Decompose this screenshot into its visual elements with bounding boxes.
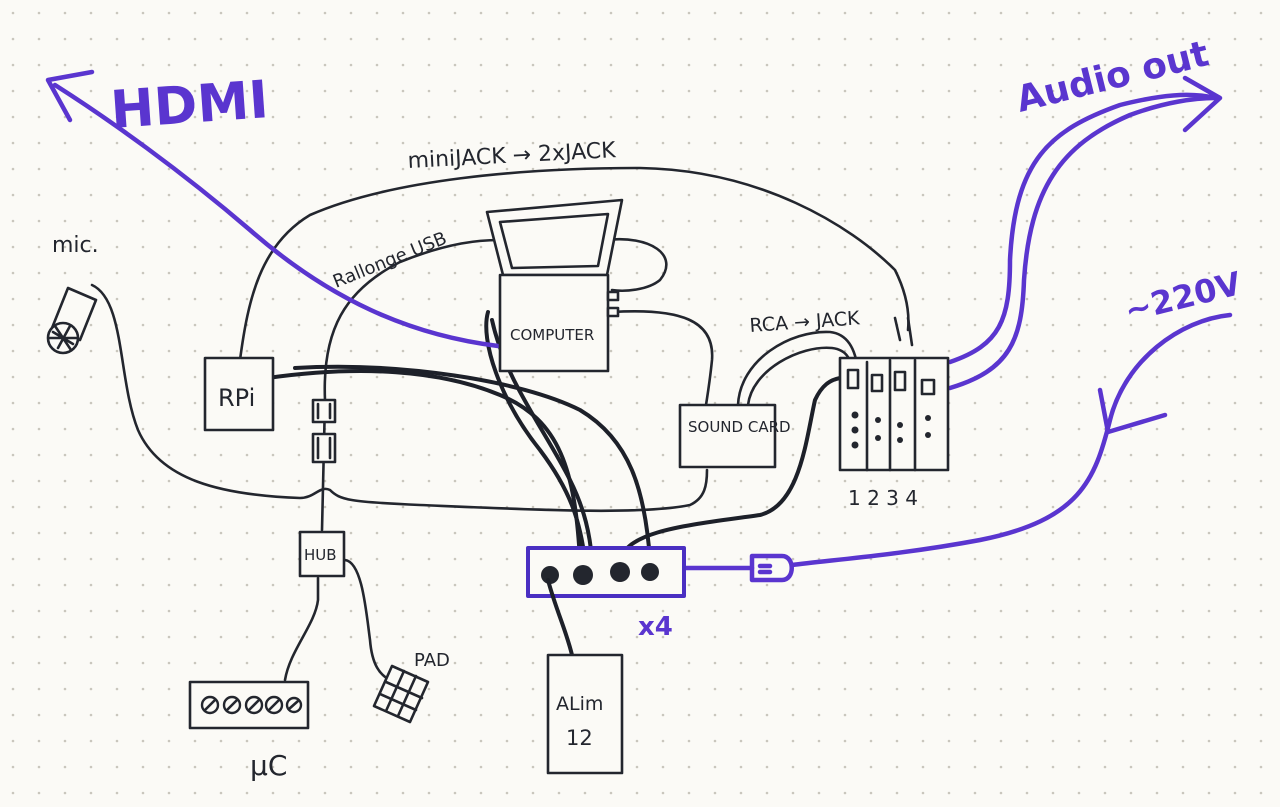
usb-extension-cable [323, 238, 502, 402]
power-strip: x4 [526, 546, 686, 642]
power-strip-count: x4 [638, 612, 673, 642]
computer: COMPUTER [485, 198, 624, 373]
rpi-label: RPi [218, 384, 255, 412]
mixer: 1 2 3 4 [838, 356, 950, 510]
usb-hub: HUB [298, 530, 346, 578]
minijack-cable-split [893, 316, 914, 347]
computer-loop-cable [604, 237, 668, 292]
audio-out-cable-2 [947, 95, 1218, 391]
mic-label: mic. [52, 233, 99, 258]
mic-cable [90, 283, 709, 513]
rpi-power-cable-2 [293, 364, 652, 562]
mixer-power-cable [618, 376, 842, 564]
plug [749, 553, 794, 583]
mains-cable [789, 312, 1233, 568]
hdmi-label: HDMI [109, 70, 271, 141]
mixer-channel-numbers: 1 2 3 4 [848, 486, 918, 510]
microcontroller: μC [188, 680, 310, 782]
microphone: mic. [46, 233, 99, 355]
mains-arrow-head [1097, 387, 1168, 435]
audio-out-arrow-head [1182, 75, 1223, 133]
power-supply-label-1: ALim [556, 693, 603, 715]
audio-out-cable-1 [947, 92, 1218, 365]
power-supply-label-2: 12 [566, 726, 593, 750]
computer-soundcard-cable [610, 310, 714, 407]
hub-pad-cable [343, 558, 392, 682]
computer-label: COMPUTER [510, 326, 594, 344]
hub-mc-cable [283, 576, 320, 682]
minijack-cable [238, 166, 910, 362]
pad: PAD [372, 650, 450, 724]
microcontroller-label: μC [250, 749, 287, 782]
rca-cable-1 [736, 330, 860, 407]
usb-connectors [311, 398, 337, 464]
sound-card: SOUND CARD [678, 403, 791, 469]
rpi: RPi [203, 356, 275, 432]
pad-label: PAD [414, 650, 450, 671]
hdmi-arrow-head [45, 69, 95, 123]
hub-label: HUB [304, 546, 337, 564]
hdmi-cable [52, 82, 501, 349]
sound-card-label: SOUND CARD [688, 418, 791, 436]
power-supply: ALim 12 [546, 578, 624, 775]
plug-pins [757, 563, 773, 575]
